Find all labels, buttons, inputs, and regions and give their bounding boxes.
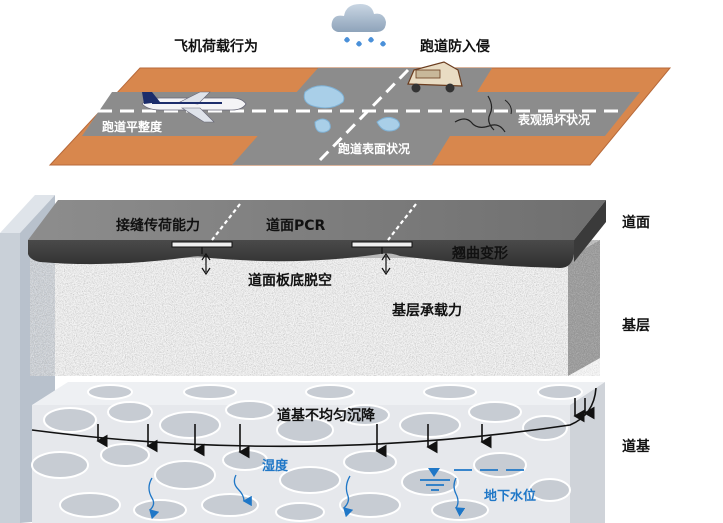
slab-front [28, 240, 574, 268]
slab-void-label: 道面板底脱空 [248, 272, 332, 289]
slab-side [574, 200, 606, 262]
joint-load-transfer-label: 接缝传荷能力 [116, 217, 200, 234]
puddle [314, 118, 331, 133]
dowel-bar [171, 241, 233, 248]
layer-label-base: 基层 [622, 317, 650, 334]
seepage-arrow [453, 477, 466, 517]
car-icon [407, 61, 463, 93]
pcr-label: 道面PCR [266, 217, 326, 234]
rain-cloud-icon [331, 4, 386, 47]
groundwater-level-icon [420, 468, 524, 491]
seepage-arrow [343, 475, 354, 518]
taxiway-centerline [318, 68, 410, 162]
seepage-arrow [233, 474, 252, 507]
airplane-icon [141, 91, 247, 123]
runway-flatness-label: 跑道平整度 [102, 119, 163, 134]
puddle [376, 116, 401, 132]
groundwater-label: 地下水位 [484, 488, 536, 504]
puddle [303, 85, 345, 109]
surface-condition-label: 跑道表面状况 [338, 141, 410, 156]
runway-incursion-label: 跑道防入侵 [420, 38, 490, 55]
slab-top [28, 200, 606, 240]
subgrade-layer [31, 382, 605, 523]
base-bearing-label: 基层承载力 [392, 302, 462, 319]
crack [504, 99, 512, 115]
joint-line [211, 203, 241, 241]
aircraft-behavior-label: 飞机荷载行为 [174, 38, 258, 55]
uneven-settlement-label: 道基不均匀沉降 [277, 407, 376, 424]
surface-damage-label: 表观损坏状况 [517, 112, 590, 127]
joint-line [387, 203, 417, 241]
dowel-bar [351, 241, 413, 248]
seepage-arrow [148, 477, 160, 520]
crack [487, 95, 495, 131]
humidity-label: 湿度 [262, 458, 289, 474]
layer-label-subgrade: 道基 [622, 438, 651, 455]
crack [454, 118, 506, 133]
warping-label: 翘曲变形 [451, 245, 508, 262]
slab-layer [28, 200, 606, 276]
layer-label-surface: 道面 [622, 214, 650, 231]
